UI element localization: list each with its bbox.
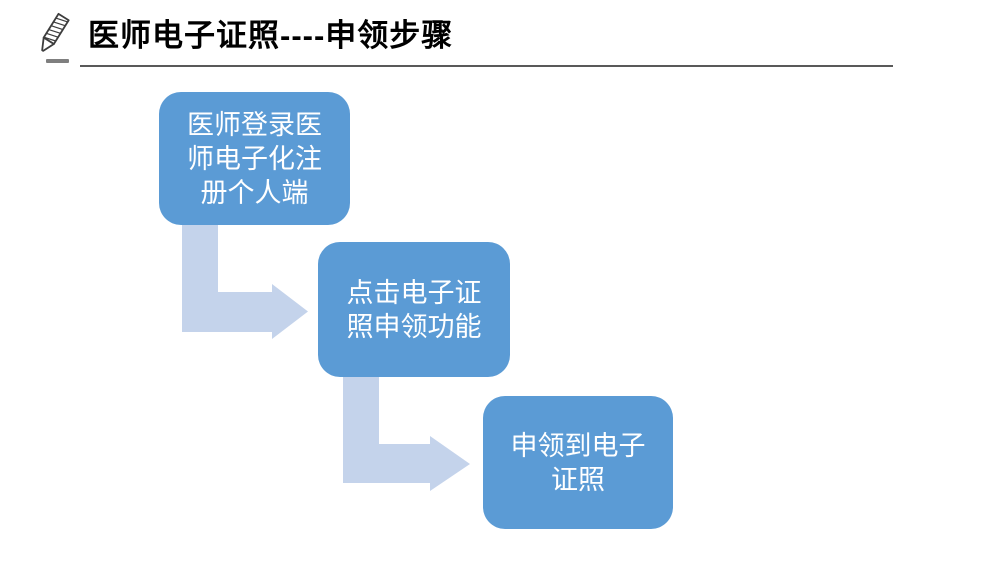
step-label-2: 点击电子证照申领功能 <box>346 277 482 342</box>
connector-arrow-1 <box>182 225 308 339</box>
slide-title: 医师电子证照----申领步骤 <box>88 18 454 53</box>
connector-arrow-2 <box>343 377 470 491</box>
step-label-3: 申领到电子证照 <box>510 430 646 495</box>
step-box-3: 申领到电子证照 <box>483 396 673 529</box>
step-label-1: 医师登录医师电子化注册个人端 <box>187 109 322 208</box>
step-box-1: 医师登录医师电子化注册个人端 <box>159 92 350 225</box>
step-box-2: 点击电子证照申领功能 <box>318 242 510 377</box>
elbow-arrow-shape <box>343 377 470 491</box>
title-underline <box>80 65 893 67</box>
pencil-icon <box>41 12 70 63</box>
elbow-arrow-shape <box>182 225 308 339</box>
